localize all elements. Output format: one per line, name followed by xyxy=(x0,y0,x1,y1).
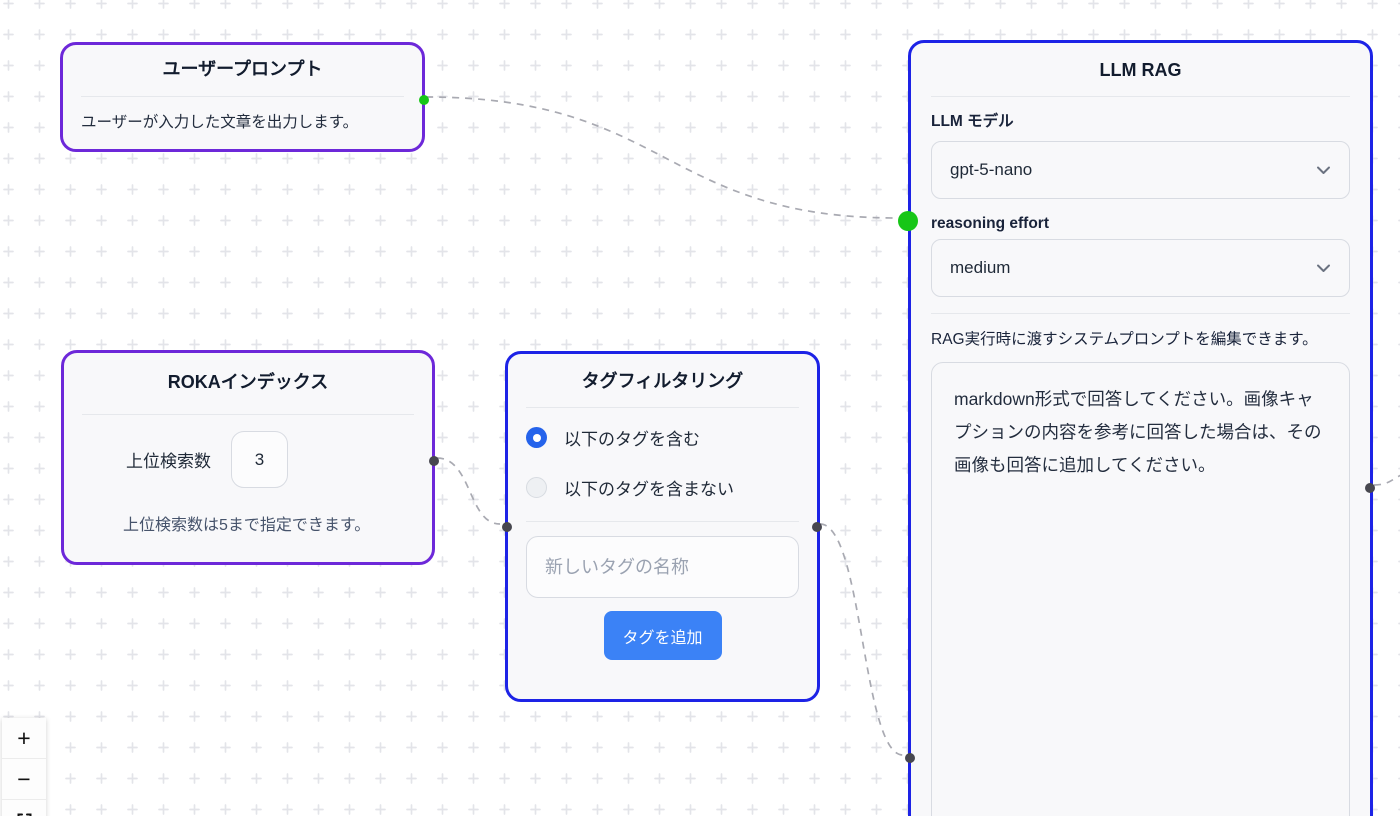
search-count-note: 上位検索数は5まで指定できます。 xyxy=(123,517,371,534)
canvas-controls: + − xyxy=(2,718,46,816)
node-tag-filtering[interactable]: タグフィルタリング 以下のタグを含む 以下のタグを含まない タグを追加 xyxy=(502,351,822,702)
chevron-down-icon xyxy=(1317,166,1330,174)
target-handle-context[interactable] xyxy=(898,211,918,231)
radio-exclude-label: 以下のタグを含まない xyxy=(564,480,734,499)
source-handle[interactable] xyxy=(419,95,429,105)
fit-view-icon xyxy=(17,813,31,816)
search-count-input[interactable] xyxy=(231,431,288,488)
add-tag-button[interactable]: タグを追加 xyxy=(603,611,722,660)
system-prompt-hint: RAG実行時に渡すシステムプロンプトを編集できます。 xyxy=(931,331,1318,348)
source-handle[interactable] xyxy=(812,522,822,532)
reasoning-effort-value: medium xyxy=(950,258,1011,277)
node-title: LLM RAG xyxy=(1099,60,1182,80)
edge-rokaindex-to-tagfilter[interactable] xyxy=(436,457,501,525)
chevron-down-icon xyxy=(1317,264,1330,272)
target-handle-tags[interactable] xyxy=(905,753,915,763)
source-handle[interactable] xyxy=(429,456,439,466)
source-handle[interactable] xyxy=(1365,483,1375,493)
node-description: ユーザーが入力した文章を出力します。 xyxy=(81,114,359,131)
node-user-prompt[interactable]: ユーザープロンプト ユーザーが入力した文章を出力します。 xyxy=(60,42,429,152)
node-title: ROKAインデックス xyxy=(167,372,329,392)
edge-llmrag-to-offscreen[interactable] xyxy=(1373,470,1400,486)
search-count-label: 上位検索数 xyxy=(126,452,211,471)
divider xyxy=(82,414,414,415)
node-llm-rag[interactable]: LLM RAG LLM モデル gpt-5-nano reasoning eff… xyxy=(898,40,1375,816)
reasoning-effort-select[interactable]: medium xyxy=(931,239,1350,297)
edge-userprompt-to-llmrag[interactable] xyxy=(425,96,898,219)
llm-model-label: LLM モデル xyxy=(931,113,1014,130)
zoom-out-button[interactable]: − xyxy=(2,759,46,800)
target-handle[interactable] xyxy=(502,522,512,532)
radio-include-tags[interactable] xyxy=(526,427,547,448)
zoom-in-button[interactable]: + xyxy=(2,718,46,759)
llm-model-select[interactable]: gpt-5-nano xyxy=(931,141,1350,199)
divider xyxy=(931,313,1350,314)
node-title: タグフィルタリング xyxy=(581,371,744,391)
node-roka-index[interactable]: ROKAインデックス 上位検索数 上位検索数は5まで指定できます。 xyxy=(61,350,439,565)
new-tag-name-input[interactable] xyxy=(526,536,799,598)
node-title: ユーザープロンプト xyxy=(162,59,323,79)
radio-exclude-tags[interactable] xyxy=(526,477,547,498)
fit-view-button[interactable] xyxy=(2,800,46,816)
divider xyxy=(526,407,799,408)
divider xyxy=(526,521,799,522)
divider xyxy=(931,96,1350,97)
edge-tagfilter-to-llmrag[interactable] xyxy=(819,523,904,756)
llm-model-value: gpt-5-nano xyxy=(950,160,1033,179)
radio-include-label: 以下のタグを含む xyxy=(564,430,700,449)
reasoning-effort-label: reasoning effort xyxy=(931,215,1049,232)
system-prompt-textarea[interactable]: markdown形式で回答してください。画像キャプションの内容を参考に回答した場… xyxy=(931,362,1350,816)
divider xyxy=(81,96,404,97)
